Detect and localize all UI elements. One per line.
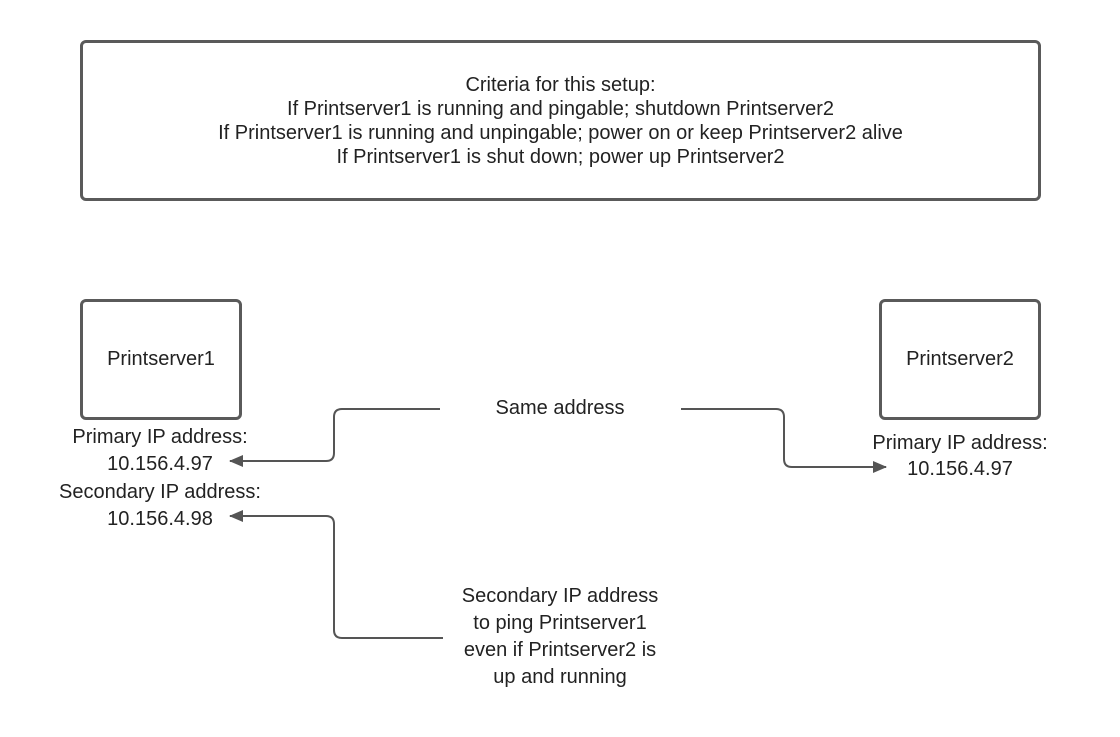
printserver2-label: Printserver2: [906, 348, 1014, 370]
secondary-note: Secondary IP address to ping Printserver…: [420, 583, 700, 691]
same-address-to-ps2-arrow: [681, 408, 887, 473]
secondary-note-to-ps1-arrow: [229, 510, 443, 639]
secondary-note-line-1: Secondary IP address: [461, 585, 659, 607]
criteria-rule-1: If Printserver1 is running and pingable;…: [287, 97, 834, 120]
printserver2-node[interactable]: Printserver2: [879, 299, 1041, 420]
secondary-note-line-2: to ping Printserver1: [473, 612, 647, 634]
secondary-note-line-4: up and running: [493, 666, 627, 688]
criteria-rule-2: If Printserver1 is running and unpingabl…: [218, 121, 903, 144]
criteria-title: Criteria for this setup:: [465, 73, 656, 96]
ps2-primary-ip-value: 10.156.4.97: [907, 458, 1013, 480]
secondary-note-line-3: even if Printserver2 is: [463, 639, 657, 661]
printserver1-node[interactable]: Printserver1: [80, 299, 242, 420]
ps1-primary-ip-label: Primary IP address:: [72, 426, 248, 448]
ps2-primary-ip-label: Primary IP address:: [872, 432, 1048, 454]
criteria-rule-3: If Printserver1 is shut down; power up P…: [336, 145, 785, 168]
same-address-to-ps1-arrow: [229, 408, 440, 467]
ps1-primary-ip-value: 10.156.4.97: [107, 453, 213, 475]
criteria-box: Criteria for this setup: If Printserver1…: [80, 40, 1041, 201]
printserver1-label: Printserver1: [107, 348, 215, 370]
ps1-secondary-ip-label: Secondary IP address:: [59, 481, 261, 503]
ps1-secondary-ip-value: 10.156.4.98: [107, 508, 213, 530]
same-address-label: Same address: [495, 397, 625, 419]
